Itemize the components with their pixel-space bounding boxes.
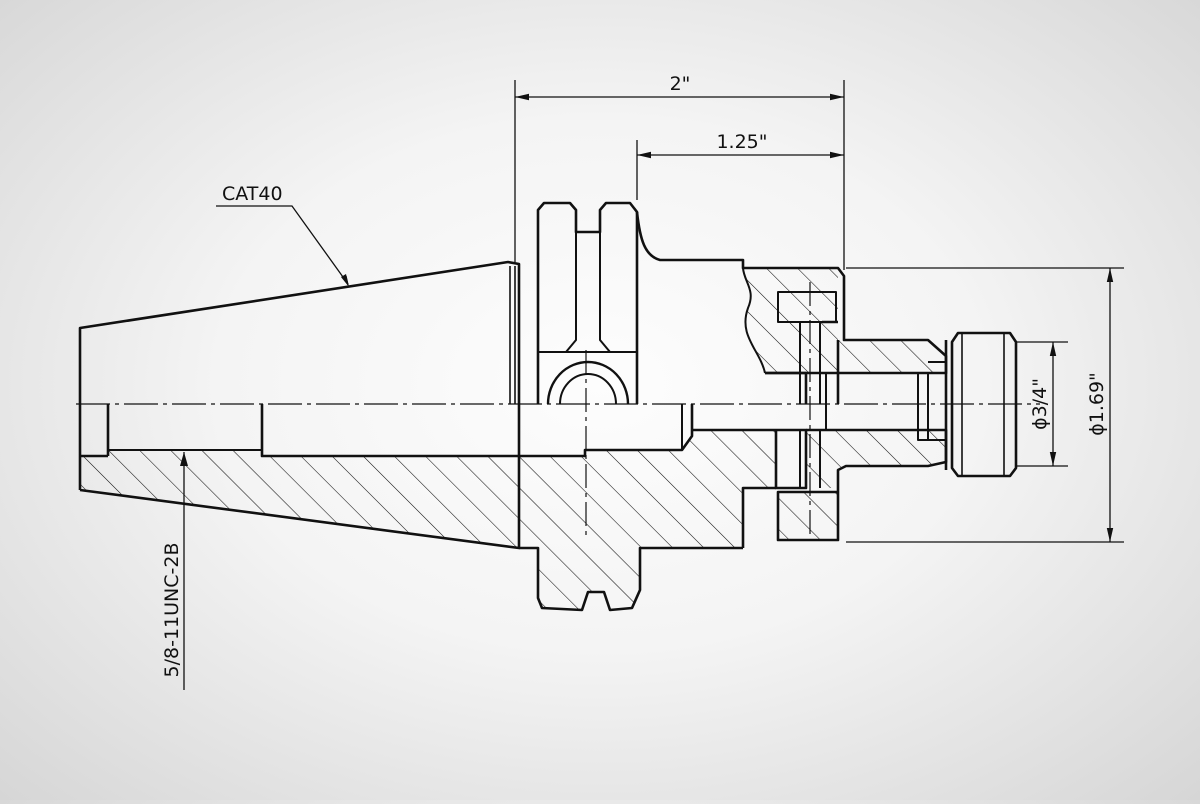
flange-lower	[519, 546, 743, 612]
label-overall-length: 2"	[670, 73, 691, 95]
center-lines	[76, 282, 1040, 540]
flange-upper	[536, 201, 639, 404]
section-lower-outline	[80, 404, 694, 458]
holder-outline	[78, 201, 1018, 612]
taper-outline	[78, 260, 521, 550]
label-taper: CAT40	[222, 183, 283, 205]
label-pilot-diameter: ϕ3/4"	[1029, 378, 1051, 430]
keyway-circle	[546, 360, 630, 405]
dimension-lines	[183, 80, 1124, 690]
taper-leader	[216, 205, 349, 285]
label-thread: 5/8-11UNC-2B	[161, 543, 183, 678]
section-hatching	[80, 268, 946, 610]
label-body-diameter: ϕ1.69"	[1086, 372, 1108, 436]
break-line	[742, 267, 766, 374]
label-gauge-length: 1.25"	[716, 131, 767, 153]
